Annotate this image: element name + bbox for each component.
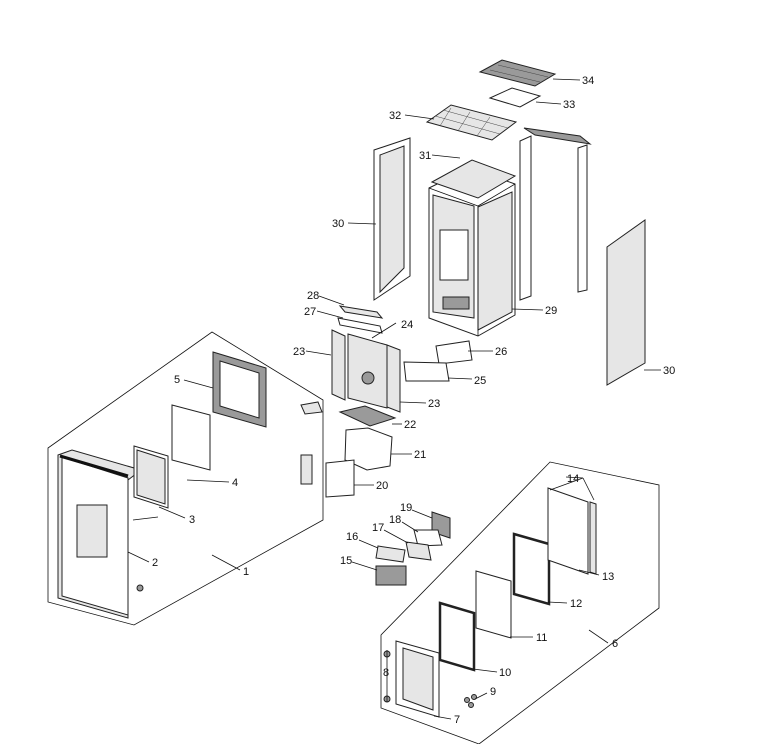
side-door-frame bbox=[383, 640, 440, 718]
callout-20: 20 bbox=[376, 480, 388, 492]
callout-23-right: 23 bbox=[428, 398, 440, 410]
door-assembly-outline bbox=[47, 331, 324, 626]
callout-30-left: 30 bbox=[332, 218, 344, 230]
callout-9: 9 bbox=[490, 686, 496, 698]
side-door-hinge-strip bbox=[589, 501, 597, 575]
rear-strip-right bbox=[577, 144, 588, 293]
callout-29: 29 bbox=[545, 305, 557, 317]
callout-24: 24 bbox=[401, 319, 413, 331]
door-glass bbox=[133, 445, 169, 509]
callout-19: 19 bbox=[400, 502, 412, 514]
callout-13: 13 bbox=[602, 571, 614, 583]
callout-27: 27 bbox=[304, 306, 316, 318]
side-door-glass-sheet bbox=[475, 570, 512, 639]
top-grille bbox=[425, 104, 518, 141]
callout-11: 11 bbox=[536, 632, 547, 644]
firebox-side-panel-left bbox=[331, 329, 346, 401]
callout-30-right: 30 bbox=[663, 365, 675, 377]
burn-pot-upper bbox=[375, 545, 406, 563]
callout-4: 4 bbox=[232, 477, 238, 489]
front-door-panel bbox=[57, 449, 159, 619]
brazier-support bbox=[300, 454, 355, 498]
callout-15: 15 bbox=[340, 555, 352, 567]
callout-22: 22 bbox=[404, 419, 416, 431]
callout-33: 33 bbox=[563, 99, 575, 111]
callout-2: 2 bbox=[152, 557, 158, 569]
callout-12: 12 bbox=[570, 598, 582, 610]
callout-28: 28 bbox=[307, 290, 319, 302]
small-bracket bbox=[300, 401, 323, 415]
callout-3: 3 bbox=[189, 514, 195, 526]
callout-23-left: 23 bbox=[293, 346, 305, 358]
baffle-plate-lower bbox=[337, 317, 383, 334]
inspection-door-lower bbox=[403, 361, 450, 382]
callout-1: 1 bbox=[243, 566, 249, 578]
grille-gasket bbox=[488, 87, 542, 108]
chamber-plate bbox=[405, 541, 432, 561]
callout-8: 8 bbox=[383, 667, 389, 679]
stove-body-frame bbox=[428, 167, 516, 337]
callout-26: 26 bbox=[495, 346, 507, 358]
baffle-plate-upper bbox=[338, 305, 384, 319]
firebox-back-panel bbox=[347, 333, 388, 409]
callout-14: 14 bbox=[567, 473, 579, 485]
side-panel-left bbox=[373, 137, 411, 301]
screw-set bbox=[464, 694, 477, 708]
callout-18: 18 bbox=[389, 514, 401, 526]
callout-31: 31 bbox=[419, 150, 431, 162]
top-cover-grille bbox=[478, 59, 557, 87]
callout-7: 7 bbox=[454, 714, 460, 726]
callout-6: 6 bbox=[612, 638, 618, 650]
callout-17: 17 bbox=[372, 522, 384, 534]
leader-lines bbox=[127, 78, 661, 720]
rear-strip-left bbox=[519, 135, 532, 301]
chamber-gasket bbox=[413, 529, 443, 547]
callout-25: 25 bbox=[474, 375, 486, 387]
side-panel-right bbox=[606, 219, 646, 386]
ash-pan bbox=[344, 427, 393, 471]
callout-32: 32 bbox=[389, 110, 401, 122]
callout-10: 10 bbox=[499, 667, 511, 679]
callout-34: 34 bbox=[582, 75, 594, 87]
callout-21: 21 bbox=[414, 449, 426, 461]
top-cover bbox=[430, 159, 517, 199]
callout-16: 16 bbox=[346, 531, 358, 543]
inspection-door-upper bbox=[435, 340, 473, 365]
side-door-glass bbox=[438, 601, 476, 672]
callout-5: 5 bbox=[174, 374, 180, 386]
firebox-side-panel-right bbox=[386, 344, 401, 413]
grate bbox=[338, 405, 397, 427]
top-rail bbox=[523, 127, 592, 145]
side-door-assembly-outline bbox=[380, 461, 660, 744]
side-door-gasket bbox=[512, 532, 551, 606]
glass-sheet bbox=[171, 404, 211, 471]
gasket-frame bbox=[212, 351, 267, 428]
burn-pot-lower bbox=[375, 565, 407, 586]
side-door-hinge-frame bbox=[547, 487, 589, 575]
